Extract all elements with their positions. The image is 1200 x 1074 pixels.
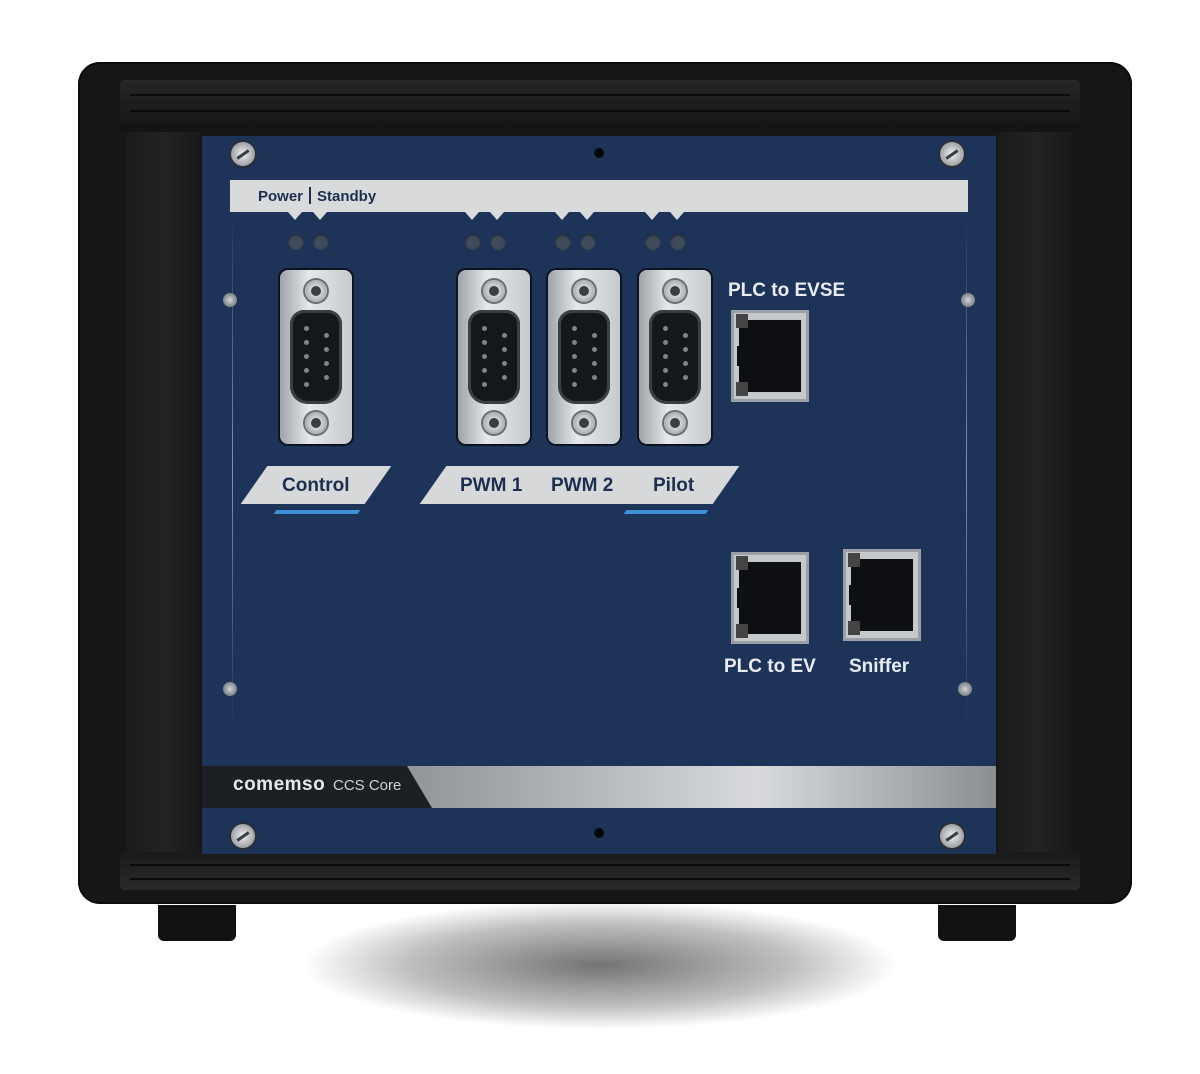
pwm1-led-a — [465, 234, 481, 250]
status-label: Power Standby — [258, 187, 376, 205]
pwm2-label: PWM 2 — [551, 475, 614, 496]
brand-name: comemso — [233, 774, 326, 795]
connector-pin — [663, 326, 668, 331]
pwm2-connector[interactable] — [548, 270, 620, 444]
rivet-lower-left — [223, 682, 237, 696]
panel-line-right — [966, 210, 967, 730]
panel-screw-top-right — [940, 142, 964, 166]
connector-pin — [324, 333, 329, 338]
power-led — [288, 234, 304, 250]
pwm1-led-b — [490, 234, 506, 250]
power-label: Power — [258, 188, 304, 205]
connector-pin — [324, 361, 329, 366]
connector-pin — [324, 375, 329, 380]
connector-pin — [592, 347, 597, 352]
connector-pin — [663, 354, 668, 359]
pilot-underline — [623, 510, 709, 514]
connector-pin — [482, 340, 487, 345]
foot-right — [938, 905, 1016, 941]
connector-pin — [304, 382, 309, 387]
chassis-side-right — [998, 132, 1072, 854]
product-name: CCS Core — [333, 777, 402, 794]
pilot-led-a — [645, 234, 661, 250]
panel-hole-bottom — [594, 828, 604, 838]
connector-pin — [683, 347, 688, 352]
pwm1-connector[interactable] — [458, 270, 530, 444]
chassis-top-rail — [120, 80, 1080, 132]
connector-pin — [482, 326, 487, 331]
rivet-upper-right — [961, 293, 975, 307]
connector-pin — [482, 354, 487, 359]
connector-pin — [572, 326, 577, 331]
plc-to-evse-label: PLC to EVSE — [728, 280, 846, 301]
connector-pin — [683, 361, 688, 366]
connector-pin — [304, 326, 309, 331]
connector-pin — [482, 368, 487, 373]
chassis-bottom-rail — [120, 852, 1080, 890]
connector-pin — [502, 361, 507, 366]
connector-pin — [572, 382, 577, 387]
connector-pin — [482, 382, 487, 387]
connector-pin — [324, 347, 329, 352]
connector-pin — [592, 361, 597, 366]
brand-box — [202, 766, 432, 808]
connector-pin — [663, 368, 668, 373]
connector-pin — [304, 354, 309, 359]
chassis-side-left — [126, 132, 200, 854]
sniffer-port[interactable] — [843, 549, 921, 641]
pwm2-led-b — [580, 234, 596, 250]
panel-screw-top-left — [231, 142, 255, 166]
control-underline — [273, 510, 361, 514]
connector-pin — [572, 340, 577, 345]
panel-screw-bottom-left — [231, 824, 255, 848]
plc-to-ev-port[interactable] — [731, 552, 809, 644]
standby-led — [313, 234, 329, 250]
pilot-led-b — [670, 234, 686, 250]
connector-pin — [663, 382, 668, 387]
pilot-connector[interactable] — [639, 270, 711, 444]
connector-pin — [304, 340, 309, 345]
connector-pin — [592, 375, 597, 380]
panel-hole-top — [594, 148, 604, 158]
standby-label: Standby — [317, 188, 377, 205]
sniffer-label: Sniffer — [849, 656, 910, 677]
plc-to-ev-label: PLC to EV — [724, 656, 816, 677]
connector-pin — [572, 368, 577, 373]
status-label-strip: Power Standby — [230, 180, 968, 212]
connector-pin — [502, 333, 507, 338]
connector-pin — [683, 375, 688, 380]
foot-left — [158, 905, 236, 941]
connector-pin — [663, 340, 668, 345]
pwm1-label: PWM 1 — [460, 475, 523, 496]
rivet-lower-right — [958, 682, 972, 696]
panel-line-left — [232, 210, 233, 730]
panel-screw-bottom-right — [940, 824, 964, 848]
rivet-upper-left — [223, 293, 237, 307]
connector-pin — [502, 347, 507, 352]
control-label: Control — [282, 475, 350, 496]
control-connector[interactable] — [280, 270, 352, 444]
connector-pin — [304, 368, 309, 373]
connector-pin — [683, 333, 688, 338]
connector-pin — [502, 375, 507, 380]
pilot-label: Pilot — [653, 475, 695, 496]
pwm2-led-a — [555, 234, 571, 250]
device-shadow — [300, 900, 900, 1030]
plc-to-evse-port[interactable] — [731, 310, 809, 402]
connector-pin — [572, 354, 577, 359]
connector-pin — [592, 333, 597, 338]
